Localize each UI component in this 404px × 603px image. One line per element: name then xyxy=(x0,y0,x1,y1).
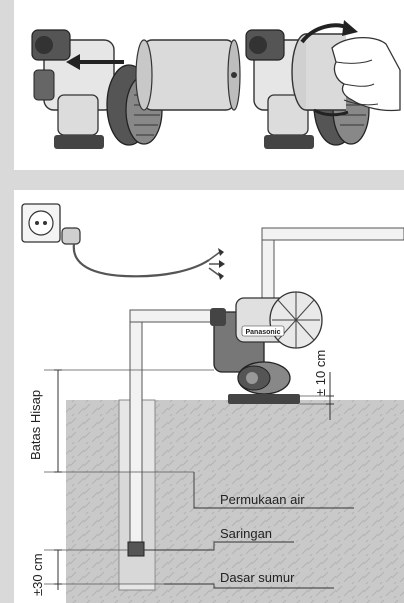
well-installation-diagram: Panasonic Batas Hisap ± 10 cm xyxy=(21,203,404,603)
suction-limit-label: Batas Hisap xyxy=(28,390,43,460)
hand-illustration xyxy=(331,37,401,112)
installation-steps-illustration xyxy=(31,20,401,149)
suction-limit-dimension xyxy=(54,369,62,473)
discharge-pipe-horizontal xyxy=(261,227,404,241)
water-pump: Panasonic xyxy=(210,291,323,404)
strainer-label: Saringan xyxy=(220,526,272,541)
strainer xyxy=(127,541,145,557)
well-installation-panel: Panasonic Batas Hisap ± 10 cm xyxy=(14,190,404,603)
pump-height-dimension xyxy=(326,372,334,420)
strainer-height-dimension xyxy=(54,549,62,590)
arrow-left-icon xyxy=(66,54,124,70)
well-bottom-label: Dasar sumur xyxy=(220,570,295,585)
brand-label: Panasonic xyxy=(245,329,280,336)
pump-height-label: ± 10 cm xyxy=(313,350,328,396)
label-leaders xyxy=(144,472,354,589)
wall-socket xyxy=(21,203,61,243)
suction-pipe xyxy=(129,311,143,543)
rotate-arrow-icon xyxy=(300,20,358,117)
step-1-pump xyxy=(31,29,241,149)
water-surface-label: Permukaan air xyxy=(220,492,305,507)
installation-steps-panel xyxy=(14,0,404,170)
strainer-height-label: ±30 cm xyxy=(30,553,45,596)
power-plug xyxy=(61,227,225,280)
